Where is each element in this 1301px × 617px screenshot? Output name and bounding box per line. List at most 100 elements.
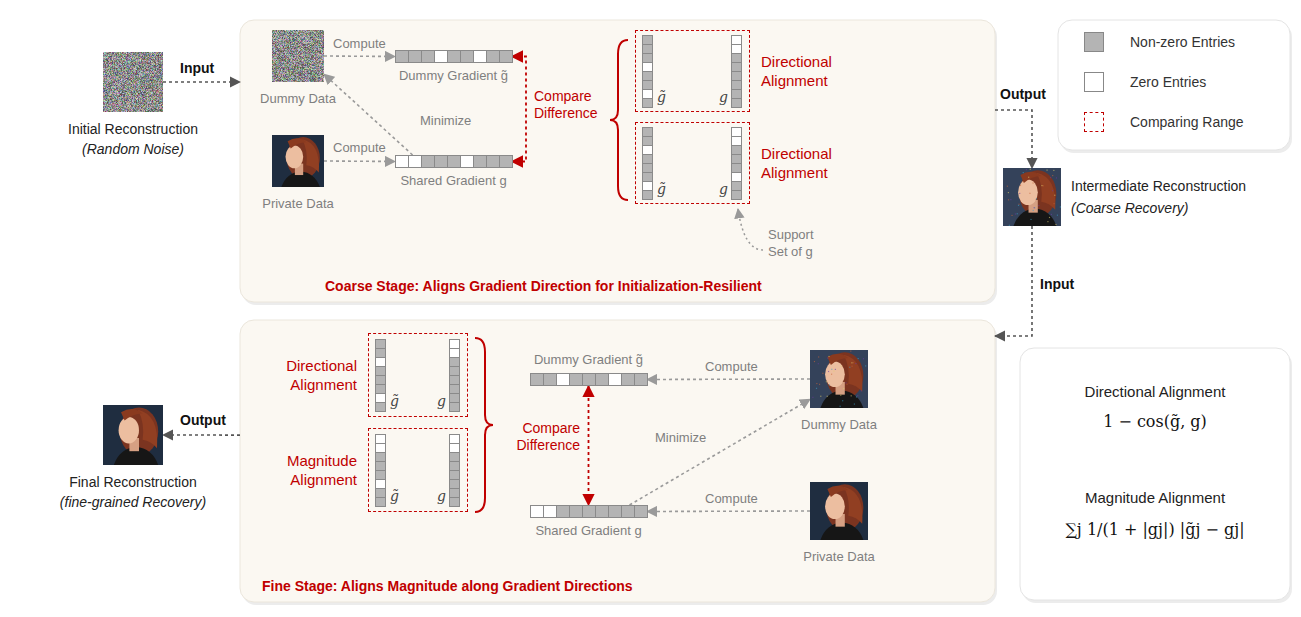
vector-symbol: g̃ xyxy=(657,181,666,197)
noise-pixels xyxy=(272,30,324,82)
gradient-cell xyxy=(447,50,461,63)
comparing-range: g̃gDirectional Alignment xyxy=(635,30,750,112)
noise-dot xyxy=(851,395,852,396)
legend-text: Non-zero Entries xyxy=(1130,32,1235,52)
flow-arrow xyxy=(324,74,413,155)
noise-dot xyxy=(829,384,830,385)
noise-dot xyxy=(1007,186,1008,187)
dummy-data-image: Dummy Data xyxy=(272,30,324,82)
portrait-part xyxy=(103,405,163,465)
noise-dot xyxy=(1023,172,1024,173)
portrait-part xyxy=(844,487,863,524)
noise-pixels xyxy=(103,52,163,112)
noise-dot xyxy=(846,384,847,385)
noise-dot xyxy=(1015,213,1016,214)
gradient-cell xyxy=(556,505,570,518)
gradient-cell xyxy=(582,505,596,518)
noise-dot xyxy=(843,388,844,389)
noise-dot xyxy=(849,367,850,368)
gradient-cell xyxy=(582,373,596,386)
noise-dot xyxy=(828,371,829,372)
legend-text: Comparing Range xyxy=(1130,112,1244,132)
gradient-bar: Shared Gradient g xyxy=(395,155,512,168)
noise-dot xyxy=(1057,215,1058,216)
noise-dot xyxy=(850,351,851,352)
formula-text: 1 − cos(g̃, g) xyxy=(1020,412,1290,432)
noise-dot xyxy=(1034,207,1035,208)
edge-label: Minimize xyxy=(655,430,706,446)
gradient-cell xyxy=(621,505,635,518)
legend-swatch xyxy=(1084,112,1104,132)
vector-symbol: g xyxy=(437,393,446,409)
noise-dot xyxy=(1030,219,1031,220)
stage-heading: Fine Stage: Aligns Magnitude along Gradi… xyxy=(262,578,633,595)
noise-dot xyxy=(820,396,821,397)
legend-panel xyxy=(1058,20,1290,150)
gradient-cell xyxy=(434,155,448,168)
gradient-cell xyxy=(434,50,448,63)
flow-arrow xyxy=(324,55,395,57)
noise-dot xyxy=(812,397,813,398)
noise-dot xyxy=(1052,190,1053,191)
image-caption: Dummy Data xyxy=(260,90,336,108)
portrait-part xyxy=(825,362,845,388)
gradient-cell xyxy=(731,98,742,108)
noise-dot xyxy=(1053,170,1054,171)
noise-dot xyxy=(816,388,817,389)
vector-symbol: g̃ xyxy=(390,488,399,504)
gradient-cell xyxy=(421,155,435,168)
comparing-range: g̃gMagnitude Alignment xyxy=(368,428,468,512)
noise-dot xyxy=(840,395,841,396)
gradient-cell xyxy=(395,155,409,168)
noise-dot xyxy=(826,381,827,382)
portrait-part xyxy=(138,410,157,448)
noise-dot xyxy=(1028,177,1029,178)
brace xyxy=(475,338,493,512)
bar-caption: Shared Gradient g xyxy=(400,173,506,189)
gradient-bar: Dummy Gradient g̃ xyxy=(395,50,512,63)
noise-dot xyxy=(827,358,828,359)
noise-dot xyxy=(865,365,866,366)
noise-dot xyxy=(1034,207,1035,208)
noise-dot xyxy=(853,362,854,363)
noise-dot xyxy=(857,395,858,396)
portrait-image xyxy=(1003,168,1061,226)
gradient-cell xyxy=(395,50,409,63)
noise-dot xyxy=(856,396,857,397)
portrait-part xyxy=(1018,180,1038,206)
dummy-data-image: Dummy Data xyxy=(810,350,868,408)
edge-label: Compute xyxy=(333,140,386,156)
gradient-cell xyxy=(569,373,583,386)
edge-label: Minimize xyxy=(420,113,471,129)
edge-label: Input xyxy=(1040,276,1074,293)
portrait-image xyxy=(103,405,163,465)
flow-arrow xyxy=(588,386,590,505)
noise-dot xyxy=(1049,217,1050,218)
gradient-cell xyxy=(449,402,460,412)
portrait-image xyxy=(272,135,324,187)
gradient-cell xyxy=(543,505,557,518)
flow-arrow xyxy=(647,378,810,380)
legend-swatch xyxy=(1084,32,1104,52)
gradient-cell xyxy=(634,373,648,386)
private-data-image: Private Data xyxy=(272,135,324,187)
gradient-cell xyxy=(530,373,544,386)
noise-dot xyxy=(816,383,817,384)
noise-dot xyxy=(1017,213,1018,214)
gradient-cell xyxy=(543,373,557,386)
noise-dot xyxy=(1033,210,1034,211)
legend-text: Zero Entries xyxy=(1130,72,1206,92)
noise-dot xyxy=(835,369,836,370)
image-caption: Final Reconstruction xyxy=(69,473,197,491)
noise-dot xyxy=(1019,193,1020,194)
edge-label: Output xyxy=(1000,86,1046,103)
formula-box: Directional Alignment1 − cos(g̃, g)Magni… xyxy=(1020,348,1290,600)
image-caption: (Random Noise) xyxy=(82,140,184,158)
noise-dot xyxy=(842,400,843,401)
flow-arrow xyxy=(630,399,811,505)
bar-caption: Dummy Gradient g̃ xyxy=(399,68,508,84)
noise-dot xyxy=(1009,225,1010,226)
noise-dot xyxy=(1041,185,1042,186)
portrait-part xyxy=(810,482,868,540)
stage-panel: Coarse Stage: Aligns Gradient Direction … xyxy=(240,20,995,302)
